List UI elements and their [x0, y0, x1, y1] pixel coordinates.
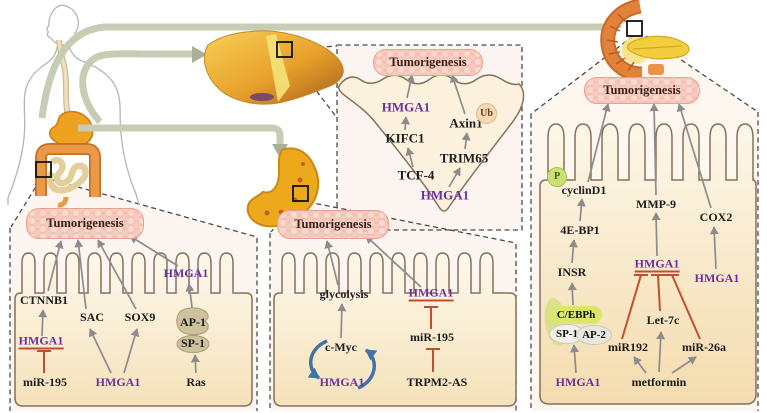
node-metformin: metformin [631, 375, 687, 389]
node-ras: Ras [186, 375, 206, 389]
node-mir195: miR-195 [410, 330, 454, 344]
tumorigenesis-label: Tumorigenesis [294, 217, 372, 231]
node-axin1: Axin1 [449, 115, 483, 131]
arrow-body-to-stomach [78, 124, 284, 144]
stomach-icon [246, 147, 320, 228]
sp1-blob [176, 335, 210, 353]
node-cyclind1: cyclinD1 [561, 183, 607, 197]
node-cmyc: c-Myc [325, 340, 357, 354]
node-mir26a: miR-26a [682, 340, 726, 354]
node-kifc1: KIFC1 [385, 130, 425, 146]
tumorigenesis-cluster-hepatic: Tumorigenesis [373, 49, 483, 76]
node-tcf4: TCF-4 [397, 167, 435, 183]
pathway-arrows [38, 74, 719, 374]
node-hmga1: HMGA1 [163, 266, 209, 280]
node-glycolysis: glycolysis [319, 287, 369, 301]
node-sp1: SP-1 [181, 336, 205, 350]
node-hmga1: HMGA1 [694, 271, 740, 285]
zoom-region-squares [35, 20, 643, 202]
node-4ebp1: 4E-BP1 [560, 223, 600, 237]
node-hmga1: HMGA1 [319, 375, 365, 389]
tumorigenesis-label: Tumorigenesis [389, 55, 467, 69]
phosphorylation-badge: P [547, 167, 567, 187]
node-hmga1: HMGA1 [420, 187, 470, 203]
arrow-body-to-liver [79, 50, 192, 125]
node-ctnnb1: CTNNB1 [19, 293, 69, 307]
gastric-cell [273, 252, 517, 407]
node-hmga1: HMGA1 [555, 375, 601, 389]
ap1-blob [176, 307, 209, 336]
node-ap1: AP-1 [180, 315, 206, 329]
node-trim65: TRIM65 [439, 150, 489, 166]
node-sac: SAC [79, 310, 105, 324]
node-hmga1: HMGA1 [634, 256, 680, 273]
node-insr: INSR [557, 265, 587, 279]
tumorigenesis-label: Tumorigenesis [603, 83, 681, 97]
pancreas-icon [600, 0, 690, 82]
ubiquitin-badge: Ub [476, 103, 497, 124]
node-cebph: C/EBPh [550, 306, 602, 324]
node-sox9: SOX9 [124, 310, 156, 324]
node-hmga1: HMGA1 [408, 285, 454, 302]
node-mir192: miR192 [608, 340, 648, 354]
node-let7c: Let-7c [646, 313, 680, 327]
tumorigenesis-label: Tumorigenesis [46, 216, 124, 230]
node-hmga1: HMGA1 [18, 333, 64, 350]
node-hmga1: HMGA1 [381, 99, 431, 115]
node-hmga1: HMGA1 [95, 375, 141, 389]
tumorigenesis-cluster-gastric: Tumorigenesis [277, 210, 389, 239]
tumorigenesis-cluster-pancreatic: Tumorigenesis [584, 77, 700, 104]
node-mmp9: MMP-9 [636, 197, 676, 211]
feedback-loop-arrows [307, 339, 378, 390]
node-mir195: miR-195 [23, 375, 67, 389]
human-body-figure [7, 4, 140, 208]
intestines [35, 143, 101, 208]
inhibition-lines [37, 274, 701, 373]
tumorigenesis-cluster-colorectal: Tumorigenesis [26, 208, 144, 239]
node-trpm2as: TRPM2-AS [406, 375, 468, 389]
node-cox2: COX2 [699, 210, 733, 224]
node-ap2: AP-2 [576, 325, 612, 345]
liver-icon [203, 30, 344, 105]
arrow-body-to-pancreas [38, 23, 606, 119]
